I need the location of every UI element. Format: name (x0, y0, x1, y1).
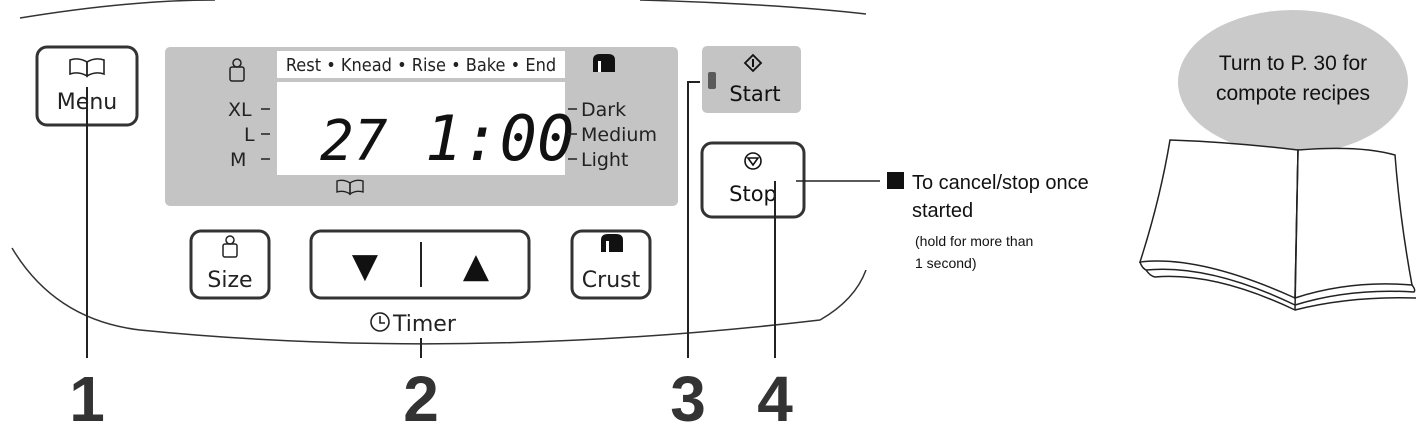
stop-label: Stop (729, 182, 777, 206)
panel-top-edge (19, 0, 216, 19)
book-icon (69, 58, 105, 78)
up-arrow-button[interactable]: ▲ (463, 246, 490, 286)
start-button[interactable]: Start (702, 46, 801, 113)
time-readout: 1:00 (425, 102, 574, 175)
timer-icon (370, 312, 390, 332)
callout-number-2: 2 (403, 363, 439, 428)
panel-lower-curve (11, 247, 867, 345)
start-indicator-led (708, 72, 716, 89)
start-icon (743, 53, 763, 73)
size-xl: XL (228, 99, 252, 121)
stage-indicators: Rest • Knead • Rise • Bake • End (286, 55, 556, 76)
stop-note-line2: started (912, 200, 973, 222)
stop-note-bullet (887, 172, 904, 189)
recipe-speech-bubble: Turn to P. 30 for compote recipes (1178, 10, 1408, 172)
stage-strip (277, 51, 565, 78)
crust-dark: Dark (581, 99, 626, 121)
timer-arrow-buttons[interactable]: ▼ ▲ (309, 229, 531, 300)
stop-note-line1: To cancel/stop once (912, 172, 1089, 194)
weight-icon (222, 235, 238, 258)
bubble-line1: Turn to P. 30 for (1219, 52, 1367, 75)
stop-icon (744, 152, 762, 170)
book-icon (336, 179, 364, 196)
timer-label-group: Timer (370, 312, 457, 337)
callout-number-4: 4 (757, 363, 793, 428)
crust-medium: Medium (581, 124, 657, 146)
timer-label: Timer (392, 312, 457, 337)
display-panel: Rest • Knead • Rise • Bake • End XL L M … (165, 47, 678, 206)
stop-note-sub1: (hold for more than (915, 233, 1033, 249)
size-label: Size (207, 268, 252, 293)
stop-button[interactable]: Stop (700, 141, 806, 219)
menu-button[interactable]: Menu (35, 45, 139, 127)
crust-light: Light (581, 149, 628, 171)
down-arrow-button[interactable]: ▼ (352, 246, 379, 286)
bread-icon (601, 234, 623, 252)
callout-number-1: 1 (69, 363, 105, 428)
open-book-illustration (1138, 139, 1417, 311)
weight-icon (229, 58, 245, 82)
bread-icon (593, 54, 615, 72)
menu-number-readout: 27 (320, 109, 388, 174)
callout-line-3 (687, 81, 700, 358)
stop-note-sub2: 1 second) (915, 255, 976, 271)
panel-top-edge-right (639, 0, 867, 15)
lcd-screen (277, 82, 565, 175)
crust-button[interactable]: Crust (570, 229, 652, 300)
size-button[interactable]: Size (189, 229, 271, 300)
start-label: Start (729, 82, 780, 106)
bubble-line2: compote recipes (1216, 82, 1370, 105)
size-m: M (230, 149, 246, 171)
callout-number-3: 3 (670, 363, 706, 428)
crust-label: Crust (582, 268, 641, 293)
size-l: L (244, 124, 255, 146)
